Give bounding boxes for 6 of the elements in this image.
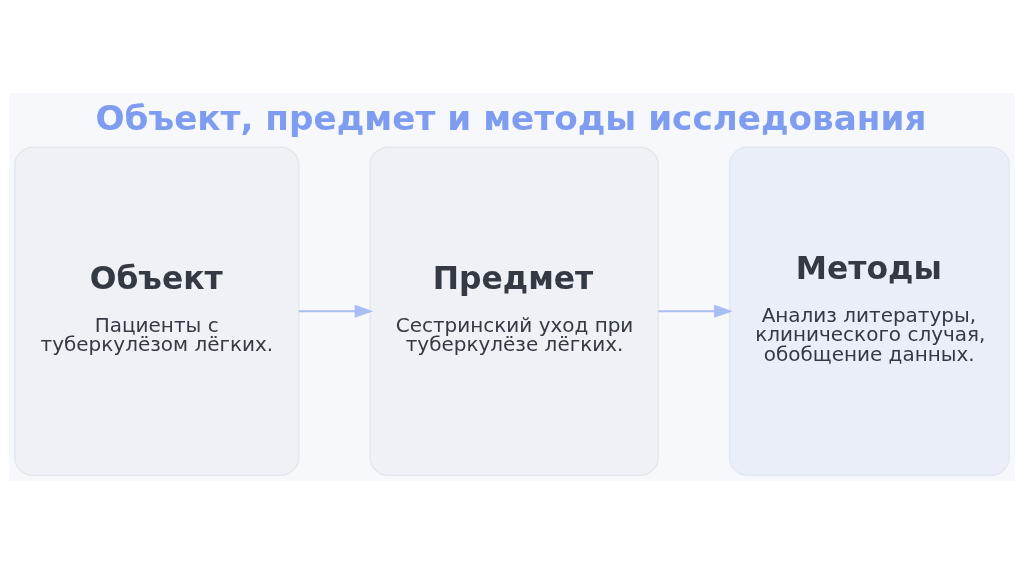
node-box: Методы Анализ литературы, клинического случая, обобщение данных. [728,146,1010,476]
diagram-title: Объект, предмет и методы исследования [95,98,927,139]
node-box: Объект Пациенты с туберкулёзом лёгких. [14,146,300,476]
arrow [658,304,733,318]
node-box: Предмет Сестринский уход при туберкулёзе лёгких. [369,146,659,476]
arrow [298,304,374,318]
